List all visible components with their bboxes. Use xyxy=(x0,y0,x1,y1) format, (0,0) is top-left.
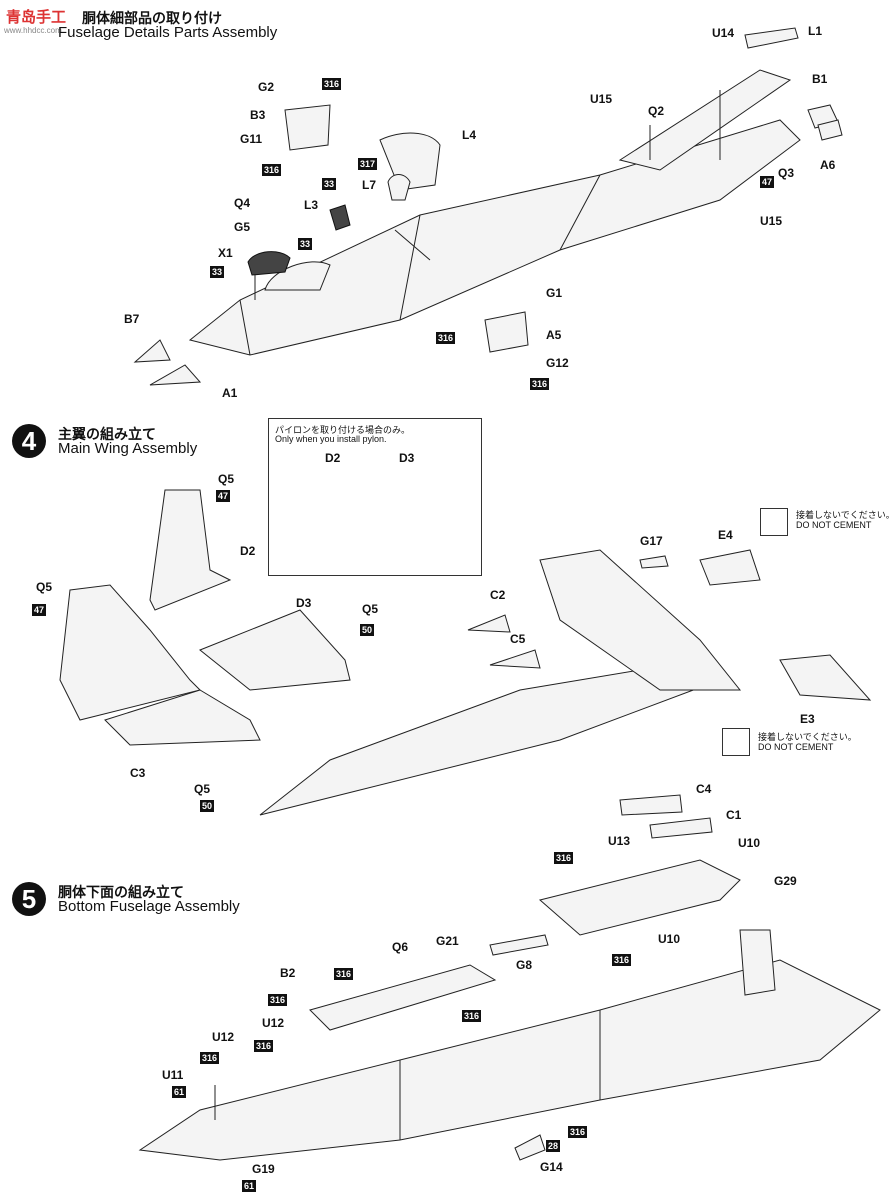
paint-code-47: 47 xyxy=(760,176,775,188)
part-label-g19: G19 xyxy=(252,1162,275,1176)
part-label-g17: G17 xyxy=(640,534,663,548)
part-label-q3: Q3 xyxy=(778,166,795,180)
part-label-a1: A1 xyxy=(222,386,238,400)
paint-code-33-g5: 33 xyxy=(298,238,313,250)
paint-code-316-j: 316 xyxy=(568,1126,588,1138)
paint-code-50-a: 50 xyxy=(360,624,375,636)
part-label-c2: C2 xyxy=(490,588,506,602)
part-label-q5-d: Q5 xyxy=(194,782,211,796)
part-label-b7: B7 xyxy=(124,312,140,326)
paint-code-317: 317 xyxy=(358,158,378,170)
step4-title-en: Main Wing Assembly xyxy=(58,440,198,457)
part-label-u11: U11 xyxy=(162,1068,184,1082)
part-label-g5: G5 xyxy=(234,220,251,234)
part-label-x1: X1 xyxy=(218,246,233,260)
part-label-c3: C3 xyxy=(130,766,146,780)
part-label-b3: B3 xyxy=(250,108,266,122)
paint-code-316-d: 316 xyxy=(612,954,632,966)
part-label-a5: A5 xyxy=(546,328,562,342)
part-label-c5: C5 xyxy=(510,632,526,646)
part-label-q5-a: Q5 xyxy=(218,472,235,486)
part-label-g1: G1 xyxy=(546,286,563,300)
paint-code-316-g12: 316 xyxy=(530,378,550,390)
step4-number: 4 xyxy=(12,424,46,458)
do-not-cement-jp-bottom: 接着しないでください。 xyxy=(758,732,857,742)
part-label-u14: U14 xyxy=(712,26,735,40)
part-label-u15-bottom: U15 xyxy=(760,214,783,228)
pylon-note-box: パイロンを取り付ける場合のみ。 Only when you install py… xyxy=(268,418,482,576)
part-label-l3: L3 xyxy=(304,198,319,212)
paint-code-33-l3: 33 xyxy=(322,178,337,190)
part-label-q4: Q4 xyxy=(234,196,251,210)
part-label-q6: Q6 xyxy=(392,940,409,954)
part-label-u12-a: U12 xyxy=(212,1030,235,1044)
paint-code-50-b: 50 xyxy=(200,800,215,812)
part-label-c1: C1 xyxy=(726,808,742,822)
part-label-g2: G2 xyxy=(258,80,275,94)
part-label-l4: L4 xyxy=(462,128,477,142)
part-label-g21: G21 xyxy=(436,934,459,948)
paint-code-316-h: 316 xyxy=(254,1040,274,1052)
part-label-q5-b: Q5 xyxy=(36,580,53,594)
step3-fuselage-drawing xyxy=(133,27,843,386)
part-label-d3-note: D3 xyxy=(399,451,415,465)
part-label-d2: D2 xyxy=(240,544,256,558)
part-label-a6: A6 xyxy=(820,158,836,172)
do-not-cement-en-bottom: DO NOT CEMENT xyxy=(758,742,834,752)
part-label-e3: E3 xyxy=(800,712,815,726)
paint-code-316-e: 316 xyxy=(334,968,354,980)
part-label-g29: G29 xyxy=(774,874,797,888)
part-label-u10-a: U10 xyxy=(738,836,761,850)
do-not-cement-icon-top xyxy=(760,508,788,536)
paint-code-28: 28 xyxy=(546,1140,561,1152)
part-label-l7: L7 xyxy=(362,178,377,192)
paint-code-47-b: 47 xyxy=(32,604,47,616)
paint-code-33-x1: 33 xyxy=(210,266,225,278)
step5-title-jp: 胴体下面の組み立て xyxy=(58,884,184,900)
part-label-e4: E4 xyxy=(718,528,733,542)
part-label-g8: G8 xyxy=(516,958,533,972)
paint-code-316-i: 316 xyxy=(200,1052,220,1064)
watermark: 青岛手工 xyxy=(6,9,67,26)
step4-title-jp: 主翼の組み立て xyxy=(58,426,156,442)
part-label-b1: B1 xyxy=(812,72,828,86)
step3-title-en: Fuselage Details Parts Assembly xyxy=(58,24,278,41)
step5-number: 5 xyxy=(12,882,46,916)
paint-code-316-f: 316 xyxy=(268,994,288,1006)
paint-code-316-a5: 316 xyxy=(436,332,456,344)
part-label-l1: L1 xyxy=(808,24,823,38)
part-label-q5-c: Q5 xyxy=(362,602,379,616)
part-label-q2: Q2 xyxy=(648,104,665,118)
step3-title-jp: 胴体細部品の取り付け xyxy=(82,10,222,26)
pylon-note-en: Only when you install pylon. xyxy=(275,434,387,444)
paint-code-47-a: 47 xyxy=(216,490,231,502)
part-label-u10-b: U10 xyxy=(658,932,681,946)
part-label-b2: B2 xyxy=(280,966,296,980)
part-label-d3: D3 xyxy=(296,596,312,610)
paint-code-61-a: 61 xyxy=(172,1086,187,1098)
part-label-u15-top: U15 xyxy=(590,92,613,106)
step5-fuselage-drawing xyxy=(138,794,881,1161)
part-label-c4: C4 xyxy=(696,782,712,796)
part-label-d2-note: D2 xyxy=(325,451,341,465)
paint-code-316-g11: 316 xyxy=(262,164,282,176)
paint-code-61-b: 61 xyxy=(242,1180,257,1192)
do-not-cement-icon-bottom xyxy=(722,728,750,756)
pylon-note-jp: パイロンを取り付ける場合のみ。 xyxy=(275,425,411,435)
do-not-cement-en-top: DO NOT CEMENT xyxy=(796,520,872,530)
part-label-g14: G14 xyxy=(540,1160,563,1174)
do-not-cement-jp-top: 接着しないでください。 xyxy=(796,510,895,520)
step5-title-en: Bottom Fuselage Assembly xyxy=(58,898,240,915)
watermark-url: www.hhdcc.com xyxy=(4,26,62,35)
part-label-g11: G11 xyxy=(240,132,263,146)
paint-code-316-c: 316 xyxy=(554,852,574,864)
part-label-g12: G12 xyxy=(546,356,569,370)
step4-wing-drawing xyxy=(59,469,872,816)
paint-code-316-g: 316 xyxy=(462,1010,482,1022)
part-label-u12-b: U12 xyxy=(262,1016,285,1030)
paint-code-316-g2: 316 xyxy=(322,78,342,90)
part-label-u13: U13 xyxy=(608,834,631,848)
